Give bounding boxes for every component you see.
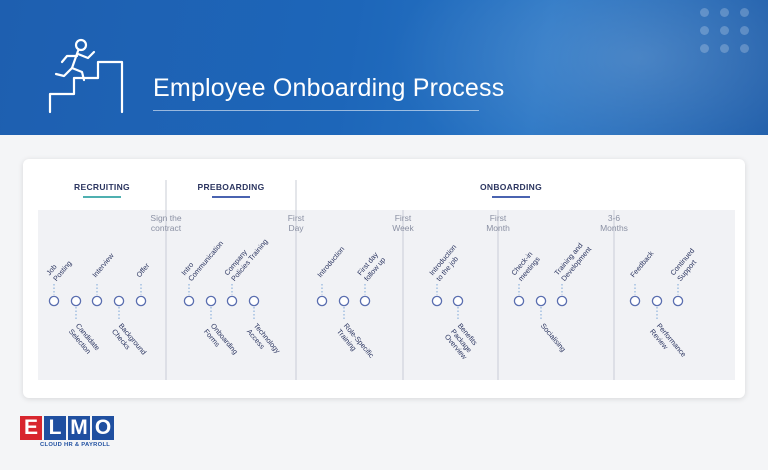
decorative-dot: [740, 44, 749, 53]
logo-tagline: CLOUD HR & PAYROLL: [40, 442, 111, 448]
phase-onboarding-title: ONBOARDING: [479, 182, 543, 192]
decorative-dot: [700, 26, 709, 35]
step-node: [113, 295, 125, 307]
step-node: [91, 295, 103, 307]
decorative-dot: [740, 8, 749, 17]
step-node: [205, 295, 217, 307]
step-node: [513, 295, 525, 307]
title-underline: [153, 110, 479, 111]
milestone-first-day: First Day: [287, 213, 305, 233]
phase-preboarding-bar: [212, 196, 250, 198]
milestone-sign-contract: Sign the contract: [150, 213, 182, 233]
decorative-dot: [700, 8, 709, 17]
header-sheen: [388, 0, 768, 135]
timeline-band: [38, 210, 735, 380]
header-banner: Employee Onboarding Process: [0, 0, 768, 135]
logo-letter: L: [44, 416, 66, 440]
step-node: [629, 295, 641, 307]
decorative-dot: [740, 26, 749, 35]
step-node: [226, 295, 238, 307]
person-climbing-stairs-icon: [48, 38, 124, 114]
step-node: [316, 295, 328, 307]
phase-recruiting-title: RECRUITING: [74, 182, 130, 192]
decorative-dot: [720, 26, 729, 35]
step-node: [248, 295, 260, 307]
milestone-first-month: First Month: [486, 213, 510, 233]
step-node: [672, 295, 684, 307]
step-node: [48, 295, 60, 307]
step-node: [556, 295, 568, 307]
logo-letter: E: [20, 416, 42, 440]
step-node: [535, 295, 547, 307]
phase-preboarding-title: PREBOARDING: [197, 182, 265, 192]
decorative-dots: [700, 8, 764, 64]
step-node: [135, 295, 147, 307]
milestone-3-6-months: 3-6 Months: [600, 213, 628, 233]
logo-letter: O: [92, 416, 114, 440]
decorative-dot: [720, 44, 729, 53]
logo-letter: M: [68, 416, 90, 440]
milestone-first-week: First Week: [392, 213, 414, 233]
step-node: [431, 295, 443, 307]
step-node: [70, 295, 82, 307]
step-node: [651, 295, 663, 307]
step-node: [183, 295, 195, 307]
page-title: Employee Onboarding Process: [153, 74, 505, 102]
phase-recruiting-bar: [83, 196, 121, 198]
step-node: [452, 295, 464, 307]
step-node: [338, 295, 350, 307]
step-node: [359, 295, 371, 307]
decorative-dot: [700, 44, 709, 53]
phase-onboarding-bar: [492, 196, 530, 198]
decorative-dot: [720, 8, 729, 17]
